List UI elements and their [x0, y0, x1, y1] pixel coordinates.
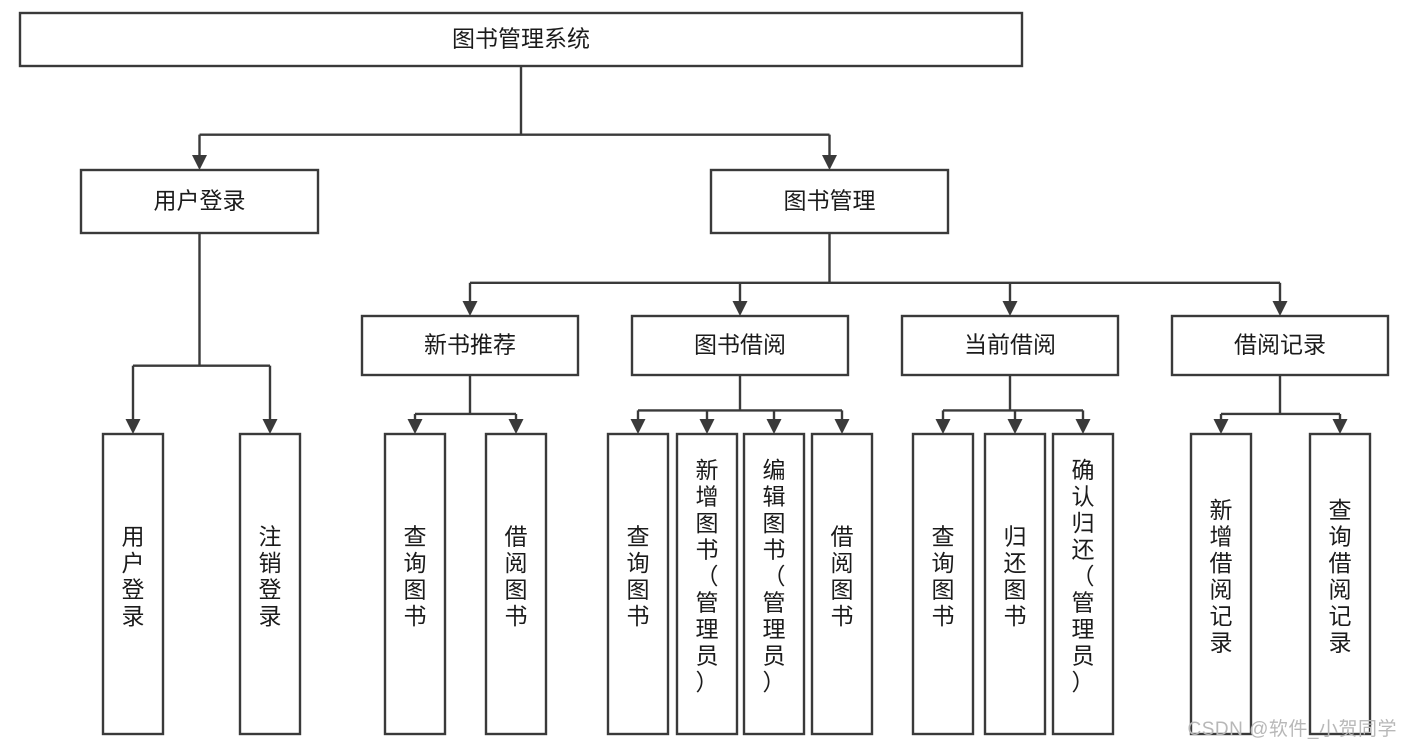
- arrow-head-icon: [407, 419, 423, 434]
- node-label-leaf-query-book-bor: 查询图书: [627, 523, 650, 629]
- node-leaf-confirm-return-admin[interactable]: 确认归还（管理员）: [1051, 432, 1115, 736]
- node-book-manage[interactable]: 图书管理: [709, 168, 950, 235]
- node-label-leaf-borrow-book-bor: 借阅图书: [831, 523, 854, 629]
- arrow-head-icon: [262, 419, 278, 434]
- node-box-current-borrow[interactable]: [900, 314, 1120, 377]
- node-box-root[interactable]: [18, 11, 1024, 68]
- node-box-leaf-user-login[interactable]: [101, 432, 165, 736]
- node-leaf-borrow-book-rec[interactable]: 借阅图书: [484, 432, 548, 736]
- node-label-new-book-recommend: 新书推荐: [424, 332, 516, 358]
- arrow-head-icon: [1332, 419, 1348, 434]
- node-box-borrow-record[interactable]: [1170, 314, 1390, 377]
- connector-group-book-manage: [462, 233, 1288, 316]
- node-leaf-edit-book-admin[interactable]: 编辑图书（管理员）: [742, 432, 806, 736]
- node-label-leaf-return-book: 归还图书: [1004, 523, 1027, 629]
- connectors-layer: [125, 66, 1348, 434]
- node-label-leaf-add-borrow-record: 新增借阅记录: [1210, 497, 1233, 656]
- arrow-head-icon: [1213, 419, 1229, 434]
- node-label-user-login: 用户登录: [154, 188, 246, 214]
- node-label-current-borrow: 当前借阅: [964, 332, 1056, 358]
- arrow-head-icon: [1272, 301, 1288, 316]
- arrow-head-icon: [766, 419, 782, 434]
- node-box-leaf-confirm-return-admin[interactable]: [1051, 432, 1115, 736]
- node-box-leaf-query-borrow-record[interactable]: [1308, 432, 1372, 736]
- node-leaf-user-login[interactable]: 用户登录: [101, 432, 165, 736]
- arrow-head-icon: [508, 419, 524, 434]
- node-label-leaf-query-book-cur: 查询图书: [932, 523, 955, 629]
- node-box-book-manage[interactable]: [709, 168, 950, 235]
- node-leaf-query-book-bor[interactable]: 查询图书: [606, 432, 670, 736]
- arrow-head-icon: [822, 155, 837, 170]
- node-label-leaf-edit-book-admin: 编辑图书（管理员）: [763, 457, 786, 695]
- connector-group-current-borrow: [935, 375, 1091, 434]
- node-box-leaf-query-book-rec[interactable]: [383, 432, 447, 736]
- arrow-head-icon: [125, 419, 141, 434]
- node-label-leaf-user-logout: 注销登录: [259, 523, 282, 629]
- connector-group-borrow-record: [1213, 375, 1348, 434]
- node-root[interactable]: 图书管理系统: [18, 11, 1024, 68]
- arrow-head-icon: [935, 419, 951, 434]
- node-box-leaf-add-borrow-record[interactable]: [1189, 432, 1253, 736]
- node-label-leaf-query-book-rec: 查询图书: [404, 523, 427, 629]
- node-box-leaf-user-logout[interactable]: [238, 432, 302, 736]
- node-leaf-add-borrow-record[interactable]: 新增借阅记录: [1189, 432, 1253, 736]
- connector-group-root: [192, 66, 837, 170]
- node-leaf-return-book[interactable]: 归还图书: [983, 432, 1047, 736]
- node-label-borrow-record: 借阅记录: [1234, 332, 1326, 358]
- node-leaf-user-logout[interactable]: 注销登录: [238, 432, 302, 736]
- node-box-leaf-borrow-book-rec[interactable]: [484, 432, 548, 736]
- node-box-user-login[interactable]: [79, 168, 320, 235]
- node-leaf-query-book-rec[interactable]: 查询图书: [383, 432, 447, 736]
- arrow-head-icon: [1002, 301, 1018, 316]
- node-current-borrow[interactable]: 当前借阅: [900, 314, 1120, 377]
- node-label-book-manage: 图书管理: [784, 188, 876, 214]
- arrow-head-icon: [1075, 419, 1091, 434]
- node-box-leaf-edit-book-admin[interactable]: [742, 432, 806, 736]
- node-box-leaf-return-book[interactable]: [983, 432, 1047, 736]
- node-label-leaf-user-login: 用户登录: [122, 523, 145, 629]
- arrow-head-icon: [630, 419, 646, 434]
- watermark-label: CSDN @软件_小贺同学: [1187, 719, 1397, 740]
- nodes-layer: 图书管理系统用户登录图书管理新书推荐图书借阅当前借阅借阅记录用户登录注销登录查询…: [18, 11, 1390, 736]
- node-box-leaf-query-book-bor[interactable]: [606, 432, 670, 736]
- node-borrow-record[interactable]: 借阅记录: [1170, 314, 1390, 377]
- node-box-leaf-borrow-book-bor[interactable]: [810, 432, 874, 736]
- node-box-leaf-add-book-admin[interactable]: [675, 432, 739, 736]
- node-new-book-recommend[interactable]: 新书推荐: [360, 314, 580, 377]
- node-label-root: 图书管理系统: [452, 26, 590, 52]
- node-label-leaf-borrow-book-rec: 借阅图书: [505, 523, 528, 629]
- connector-group-book-borrow: [630, 375, 850, 434]
- arrow-head-icon: [462, 301, 478, 316]
- node-box-leaf-query-book-cur[interactable]: [911, 432, 975, 736]
- node-user-login[interactable]: 用户登录: [79, 168, 320, 235]
- node-box-new-book-recommend[interactable]: [360, 314, 580, 377]
- arrow-head-icon: [834, 419, 850, 434]
- node-label-leaf-confirm-return-admin: 确认归还（管理员）: [1072, 457, 1095, 695]
- arrow-head-icon: [699, 419, 715, 434]
- node-label-leaf-add-book-admin: 新增图书（管理员）: [696, 457, 719, 695]
- node-leaf-add-book-admin[interactable]: 新增图书（管理员）: [675, 432, 739, 736]
- connector-group-user-login: [125, 233, 278, 434]
- node-label-leaf-query-borrow-record: 查询借阅记录: [1329, 497, 1352, 656]
- node-label-book-borrow: 图书借阅: [694, 332, 786, 358]
- arrow-head-icon: [192, 155, 207, 170]
- arrow-head-icon: [732, 301, 748, 316]
- connector-group-new-book-recommend: [407, 375, 524, 434]
- node-box-book-borrow[interactable]: [630, 314, 850, 377]
- node-book-borrow[interactable]: 图书借阅: [630, 314, 850, 377]
- node-leaf-borrow-book-bor[interactable]: 借阅图书: [810, 432, 874, 736]
- node-leaf-query-book-cur[interactable]: 查询图书: [911, 432, 975, 736]
- arrow-head-icon: [1007, 419, 1023, 434]
- node-leaf-query-borrow-record[interactable]: 查询借阅记录: [1308, 432, 1372, 736]
